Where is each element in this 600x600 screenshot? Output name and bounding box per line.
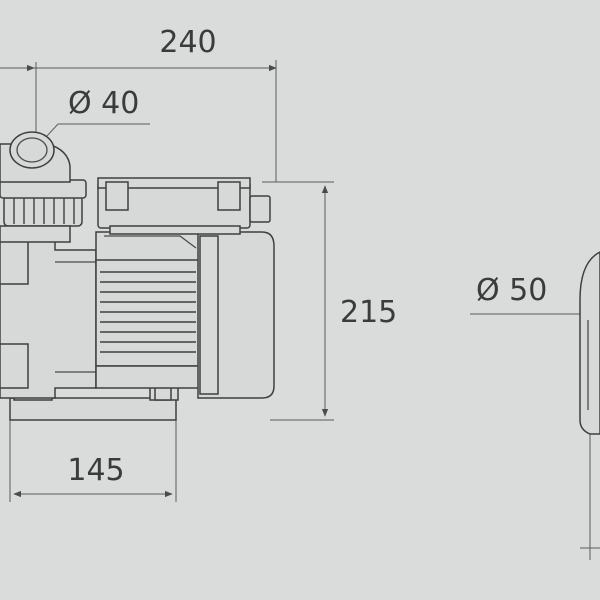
strainer-lid [3,195,83,227]
motor-bottom [95,365,201,389]
inlet-diameter-label: Ø 40 [68,86,139,121]
strainer-neck [0,225,71,243]
fan-cover-rim [199,235,219,395]
height-label: 215 [340,295,397,330]
pump-side-view [0,131,275,421]
base-width-label: 145 [67,453,124,488]
dimension-length: 240 [0,25,277,182]
inlet-port-inner [16,137,48,163]
housing-lower-port [0,343,29,389]
motor-cooling-fins [100,271,196,353]
housing-upper-port [0,239,29,285]
outlet-diameter-label: Ø 50 [476,273,547,308]
length-label: 240 [159,25,216,60]
strainer-lid-ribs [13,198,75,224]
terminal-box-lid [97,177,251,189]
terminal-box-base [109,225,241,235]
cable-gland [249,195,271,223]
terminal-latch-right [217,181,241,211]
dimension-inlet-diameter: Ø 40 [33,86,150,151]
pump-front-view [579,251,600,560]
front-view-housing [579,251,600,435]
base-plate [9,397,177,421]
motor-flange-edge [104,235,197,249]
motor-body [95,259,201,367]
terminal-latch-left [105,181,129,211]
dimension-base-width: 145 [9,420,177,502]
dimension-outlet-diameter: Ø 50 [470,273,600,315]
dimension-height: 215 [262,181,397,421]
